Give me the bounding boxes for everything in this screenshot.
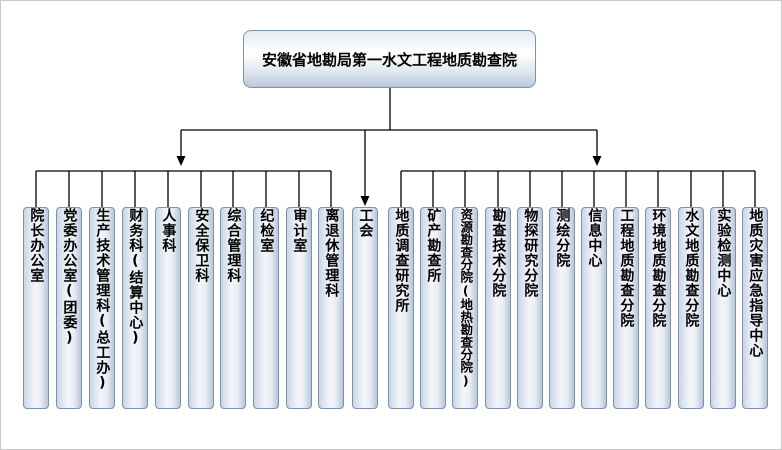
branch-label: 物探研究分院 bbox=[522, 208, 539, 298]
dept-label: 院长办公室 bbox=[28, 208, 45, 283]
branch-box: 实验检测中心 bbox=[710, 207, 736, 409]
dept-box: 人事科 bbox=[155, 207, 181, 409]
root-node: 安徽省地勘局第一水文工程地质勘查院 bbox=[243, 30, 536, 88]
left-arrow-head bbox=[176, 156, 186, 166]
branch-box: 资源勘查分院(地热勘查分院) bbox=[452, 207, 478, 409]
branch-label: 地质调查研究所 bbox=[393, 208, 410, 313]
union-label: 工会 bbox=[357, 208, 374, 238]
branch-box: 信息中心 bbox=[581, 207, 607, 409]
branch-label: 资源勘查分院(地热勘查分院) bbox=[458, 208, 474, 388]
dept-label: 人事科 bbox=[160, 208, 177, 253]
dept-label: 审计室 bbox=[291, 208, 308, 253]
dept-box: 院长办公室 bbox=[23, 207, 49, 409]
branch-box: 测绘分院 bbox=[549, 207, 575, 409]
branch-box: 物探研究分院 bbox=[517, 207, 543, 409]
branch-label: 地质灾害应急指导中心 bbox=[747, 208, 764, 358]
dept-box: 离退休管理科 bbox=[318, 207, 344, 409]
dept-box: 综合管理科 bbox=[220, 207, 246, 409]
right-arrow-head bbox=[592, 156, 602, 166]
dept-label: 党委办公室(团委) bbox=[61, 208, 78, 347]
dept-label: 综合管理科 bbox=[225, 208, 242, 283]
branch-label: 勘查技术分院 bbox=[490, 208, 507, 298]
branch-box: 水文地质勘查分院 bbox=[678, 207, 704, 409]
branch-box: 矿产勘查所 bbox=[420, 207, 446, 409]
branch-label: 信息中心 bbox=[586, 208, 603, 268]
branch-box: 勘查技术分院 bbox=[485, 207, 511, 409]
dept-box: 纪检室 bbox=[253, 207, 279, 409]
branch-label: 工程地质勘查分院 bbox=[618, 208, 635, 328]
branch-label: 测绘分院 bbox=[554, 208, 571, 268]
branch-box: 环境地质勘查分院 bbox=[645, 207, 671, 409]
dept-label: 纪检室 bbox=[258, 208, 275, 253]
center-arrow-head bbox=[360, 196, 370, 206]
union-box: 工会 bbox=[352, 207, 378, 409]
branch-box: 工程地质勘查分院 bbox=[613, 207, 639, 409]
branch-label: 环境地质勘查分院 bbox=[650, 208, 667, 328]
dept-box: 党委办公室(团委) bbox=[56, 207, 82, 409]
dept-label: 安全保卫科 bbox=[193, 208, 210, 283]
dept-box: 财务科(结算中心) bbox=[122, 207, 148, 409]
dept-label: 生产技术管理科(总工办) bbox=[94, 208, 111, 392]
dept-label: 离退休管理科 bbox=[323, 208, 340, 298]
branch-box: 地质灾害应急指导中心 bbox=[742, 207, 768, 409]
branch-label: 实验检测中心 bbox=[715, 208, 732, 298]
dept-box: 审计室 bbox=[286, 207, 312, 409]
branch-label: 水文地质勘查分院 bbox=[683, 208, 700, 328]
dept-box: 安全保卫科 bbox=[188, 207, 214, 409]
branch-box: 地质调查研究所 bbox=[388, 207, 414, 409]
branch-label: 矿产勘查所 bbox=[425, 208, 442, 283]
dept-label: 财务科(结算中心) bbox=[127, 208, 144, 347]
dept-box: 生产技术管理科(总工办) bbox=[89, 207, 115, 409]
root-title: 安徽省地勘局第一水文工程地质勘查院 bbox=[261, 50, 517, 69]
